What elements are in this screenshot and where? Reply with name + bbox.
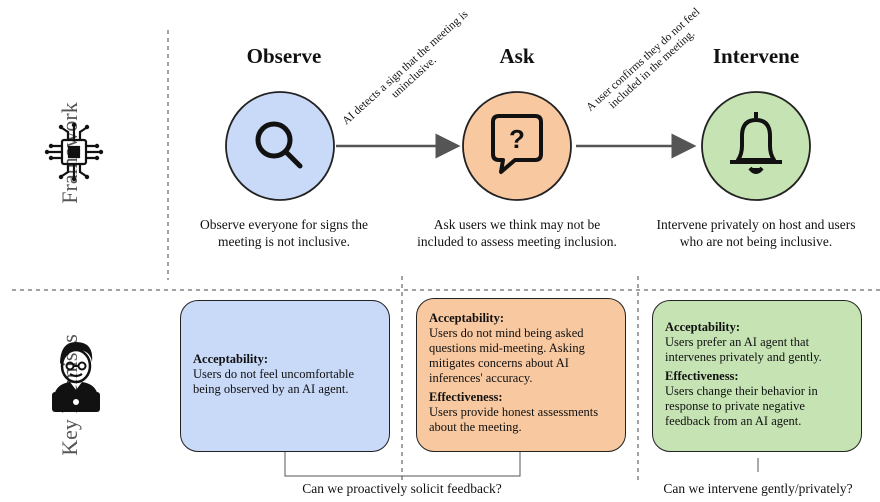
- premise-label: Effectiveness:: [665, 368, 739, 383]
- stage-desc-intervene: Intervene privately on host and users wh…: [656, 217, 856, 249]
- stage-title-ask: Ask: [499, 44, 535, 68]
- svg-text:?: ?: [509, 124, 525, 154]
- premise-text: Users provide honest assessments about t…: [429, 405, 599, 434]
- chip-icon: [44, 122, 104, 182]
- premise-card-ask: Acceptability: Users do not mind being a…: [416, 298, 626, 452]
- stage-title-observe: Observe: [246, 44, 322, 68]
- premise-text: Users change their behavior in response …: [665, 383, 818, 428]
- question-intervene: Can we intervene gently/privately?: [663, 481, 853, 496]
- intervene-circle: [701, 91, 811, 201]
- premise-text: Users prefer an AI agent that intervenes…: [665, 334, 822, 364]
- premise-text: Users do not mind being asked questions …: [429, 326, 585, 385]
- question-bubble-icon: ?: [491, 114, 543, 174]
- person-laptop-icon: [52, 342, 100, 412]
- stage-title-intervene: Intervene: [712, 44, 800, 68]
- premise-card-observe: Acceptability: Users do not feel uncomfo…: [180, 300, 390, 452]
- magnifier-icon: [255, 121, 303, 169]
- observe-circle: [225, 91, 335, 201]
- premise-label: Acceptability:: [665, 319, 740, 334]
- premise-label: Effectiveness:: [429, 390, 503, 404]
- stage-desc-observe: Observe everyone for signs the meeting i…: [200, 217, 368, 249]
- ask-circle: ?: [462, 91, 572, 201]
- stage-desc-ask: Ask users we think may not be included t…: [417, 217, 617, 249]
- premise-label: Acceptability:: [429, 311, 504, 325]
- bell-icon: [730, 112, 782, 174]
- question-bracket: [284, 452, 521, 477]
- question-solicit: Can we proactively solicit feedback?: [302, 481, 502, 496]
- premise-label: Acceptability:: [193, 351, 268, 366]
- premise-card-intervene: Acceptability: Users prefer an AI agent …: [652, 300, 862, 452]
- premise-text: Users do not feel uncomfortable being ob…: [193, 366, 355, 396]
